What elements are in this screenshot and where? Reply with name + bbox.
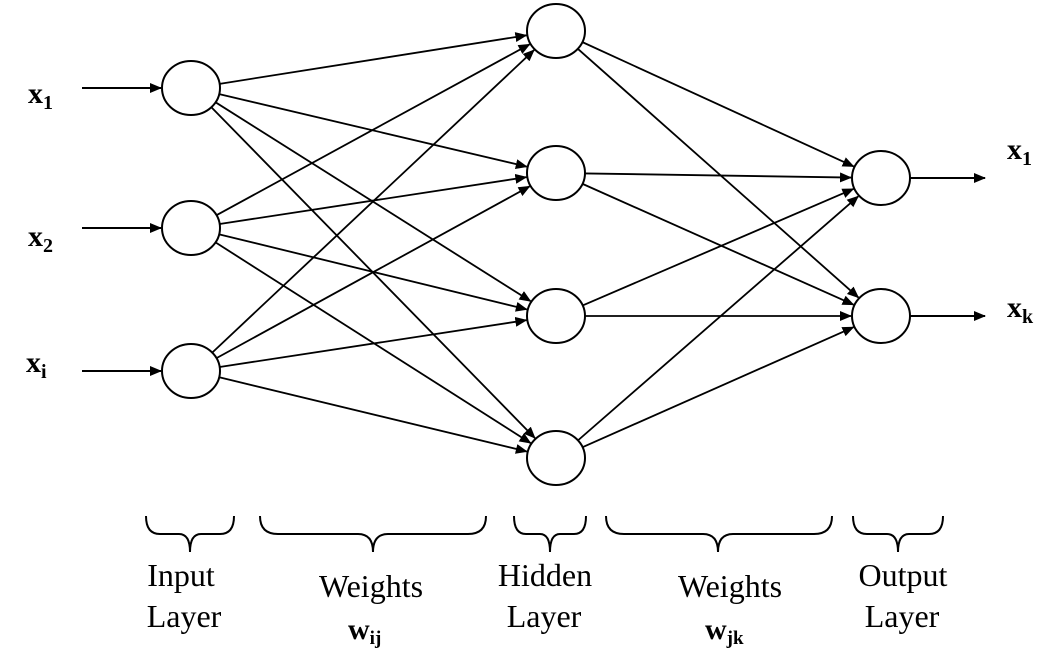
edge-input-2-hidden-1 <box>216 43 531 216</box>
hidden-layer-nodes <box>526 3 586 486</box>
caption-hidden-line1: Hidden <box>498 557 592 593</box>
edge-input-3-hidden-2 <box>216 185 531 359</box>
input-label-x1: x1 <box>28 77 53 114</box>
edge-hidden-2-output-1 <box>584 172 853 183</box>
edge-input-3-hidden-3 <box>219 316 528 368</box>
weights-jk-connections <box>577 41 860 449</box>
input-label-xi: xi <box>26 346 47 383</box>
output-node-2 <box>851 288 911 344</box>
edge-hidden-4-output-1 <box>577 195 860 442</box>
output-label-x1: x1 <box>1007 133 1032 170</box>
hidden-node-3 <box>526 288 586 344</box>
input-node-1 <box>161 60 221 116</box>
caption-weights-jk-symbol: wjk <box>705 613 744 649</box>
edge-hidden-4-output-2 <box>582 326 855 449</box>
caption-weights-ij-symbol: wij <box>348 613 381 649</box>
brace-input-layer <box>145 515 235 553</box>
input-label-x2: x2 <box>28 220 53 257</box>
edge-hidden-3-output-1 <box>582 188 855 307</box>
edge-hidden-1-output-2 <box>577 48 860 299</box>
caption-weights-jk-word: Weights <box>678 568 782 604</box>
brace-output-layer <box>852 515 944 553</box>
brace-hidden-layer <box>513 515 587 553</box>
edge-input-3-hidden-4 <box>218 376 528 454</box>
input-node-3 <box>161 343 221 399</box>
caption-input-line1: Input <box>147 557 215 593</box>
output-node-1 <box>851 150 911 206</box>
output-label-xk: xk <box>1007 291 1034 328</box>
hidden-node-1 <box>526 3 586 59</box>
edge-input-3-hidden-1 <box>211 49 535 354</box>
hidden-node-4 <box>526 430 586 486</box>
edge-input-1-hidden-1 <box>219 32 528 85</box>
edge-hidden-1-output-1 <box>582 41 855 168</box>
brace-weights-ij <box>259 515 487 553</box>
caption-output-line1: Output <box>859 557 948 593</box>
caption-output-line2: Layer <box>865 598 940 634</box>
input-layer-nodes <box>161 60 221 399</box>
hidden-node-2 <box>526 145 586 201</box>
caption-weights-ij-word: Weights <box>319 568 423 604</box>
io-arrows <box>82 83 986 376</box>
caption-hidden-line2: Layer <box>507 598 582 634</box>
output-layer-nodes <box>851 150 911 344</box>
caption-input-line2: Layer <box>147 598 222 634</box>
edge-hidden-2-output-2 <box>582 183 855 306</box>
input-node-2 <box>161 200 221 256</box>
brace-weights-jk <box>605 515 833 553</box>
weights-ij-connections <box>210 32 536 454</box>
